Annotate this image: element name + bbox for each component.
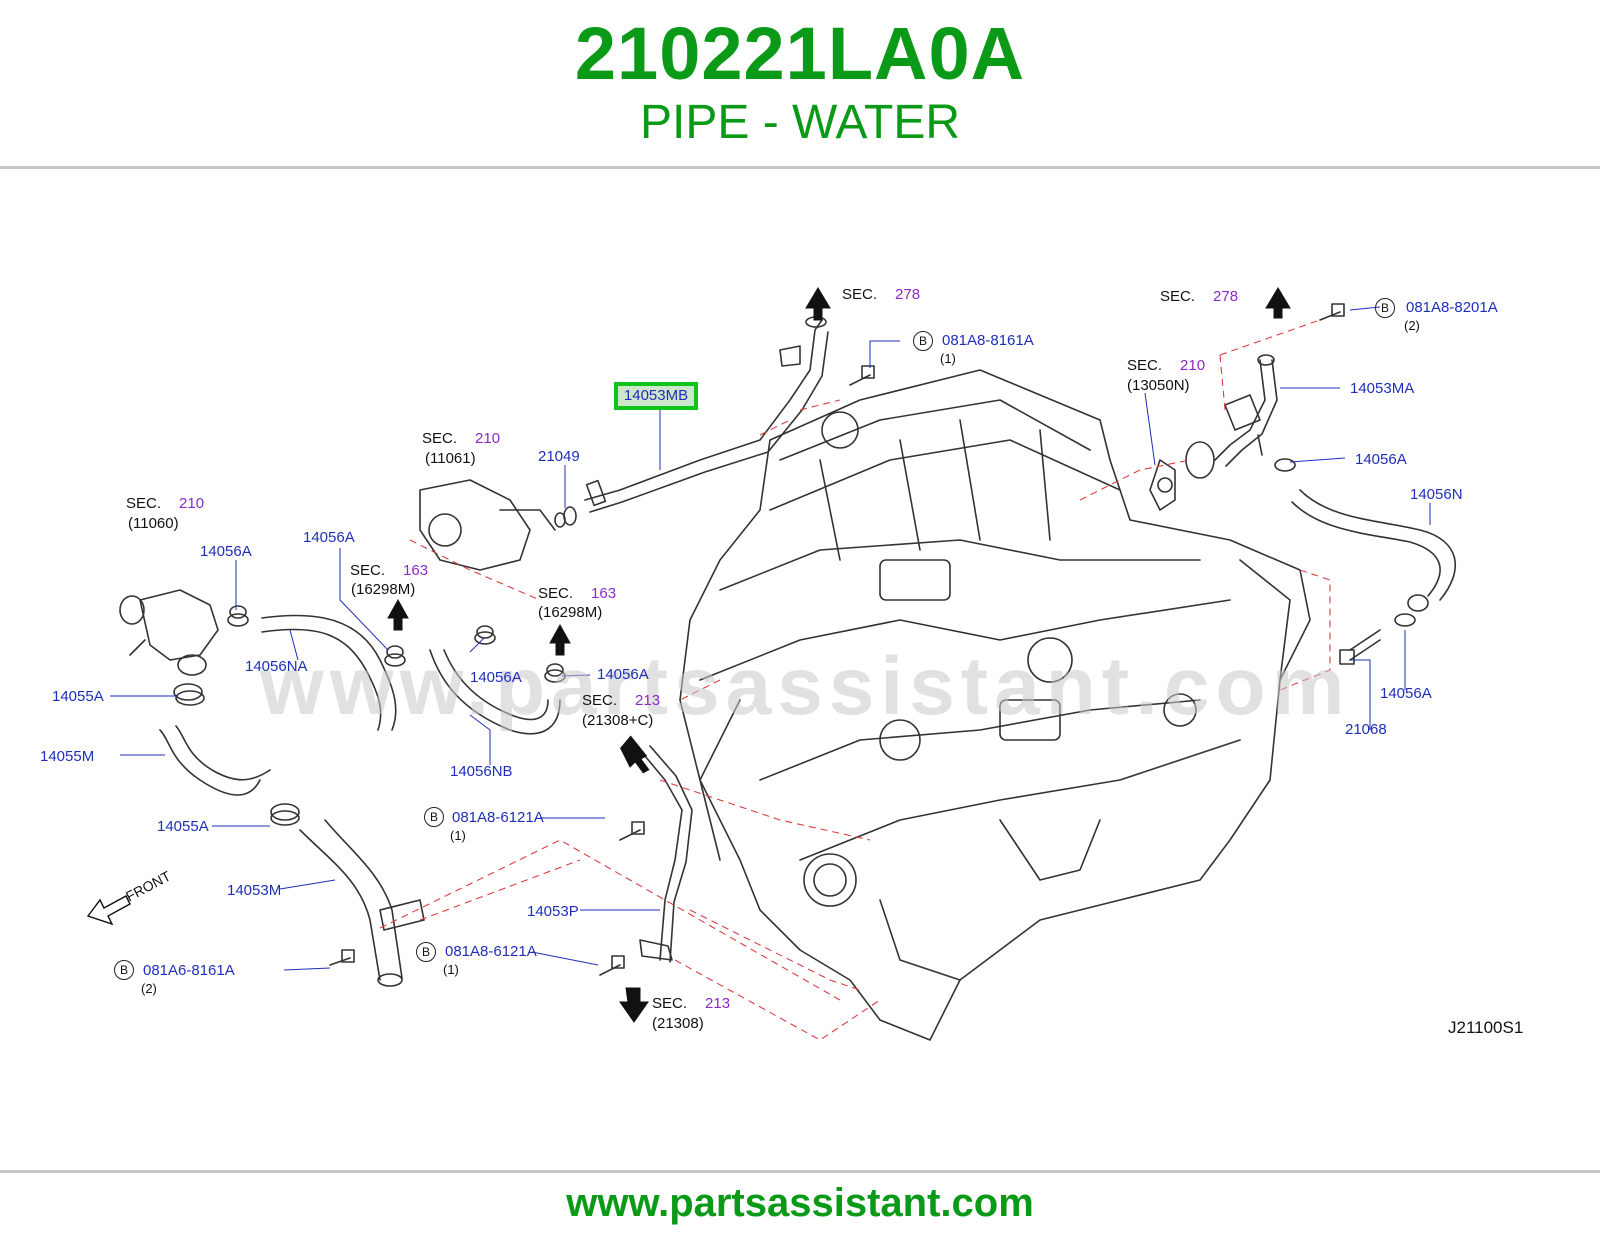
section-ref-part: (16298M) <box>351 581 416 598</box>
part-label-14055A[interactable]: 14055A <box>52 688 104 705</box>
header: 210221LA0A PIPE - WATER <box>0 0 1600 168</box>
part-label-14056A[interactable]: 14056A <box>1380 685 1432 702</box>
highlighted-part-label: 14053MB <box>623 387 689 404</box>
part-label-14056A[interactable]: 14056A <box>200 543 252 560</box>
section-ref-part: (11061) <box>425 450 476 467</box>
section-ref-part: (13050N) <box>1127 377 1190 394</box>
part-number: 210221LA0A <box>574 12 1026 95</box>
part-label-21049[interactable]: 21049 <box>538 448 580 465</box>
part-label-14056NB[interactable]: 14056NB <box>450 763 513 780</box>
diagram-drawing <box>86 287 1456 1041</box>
bolt-marker: B <box>1375 298 1395 318</box>
section-ref[interactable]: SEC.210 <box>1127 357 1206 374</box>
bolt-qty: (1) <box>443 962 459 977</box>
section-ref[interactable]: SEC.213 <box>652 995 731 1012</box>
footer-divider <box>0 1170 1600 1173</box>
bolt-label-081A8-6121A[interactable]: 081A8-6121A <box>452 809 544 826</box>
header-divider <box>0 166 1600 169</box>
bolt-qty: (1) <box>450 828 466 843</box>
part-label-14053P[interactable]: 14053P <box>527 903 579 920</box>
bolt-label-081A8-6121A[interactable]: 081A8-6121A <box>445 943 537 960</box>
diagram-code: J21100S1 <box>1448 1018 1524 1037</box>
part-label-14056A[interactable]: 14056A <box>597 666 649 683</box>
section-ref[interactable]: SEC.278 <box>1160 288 1239 305</box>
part-name: PIPE - WATER <box>639 96 960 149</box>
section-ref[interactable]: SEC.163 <box>350 562 429 579</box>
watermark: www.partsassistant.com <box>260 641 1351 732</box>
bolt-marker: B <box>424 807 444 827</box>
section-ref-part: (21308) <box>652 1015 704 1032</box>
section-ref[interactable]: SEC.210 <box>126 495 205 512</box>
section-ref[interactable]: SEC.278 <box>842 286 921 303</box>
bolt-qty: (2) <box>1404 318 1420 333</box>
section-ref[interactable]: SEC.163 <box>538 585 617 602</box>
part-label-14056N[interactable]: 14056N <box>1410 486 1463 503</box>
parts-diagram: www.partsassistant.com 14053MB 14053MA 1… <box>0 260 1600 1080</box>
bolt-label-081A8-8161A[interactable]: 081A8-8161A <box>942 332 1034 349</box>
part-label-14056A[interactable]: 14056A <box>470 669 522 686</box>
bolt-label-081A8-8201A[interactable]: 081A8-8201A <box>1406 299 1498 316</box>
section-ref-part: (11060) <box>128 515 179 532</box>
part-label-14056A[interactable]: 14056A <box>1355 451 1407 468</box>
bolt-marker: B <box>114 960 134 980</box>
section-ref[interactable]: SEC.210 <box>422 430 501 447</box>
part-label-14053MA[interactable]: 14053MA <box>1350 380 1415 397</box>
bolt-qty: (2) <box>141 981 157 996</box>
part-label-14055M[interactable]: 14055M <box>40 748 95 765</box>
part-label-14055A[interactable]: 14055A <box>157 818 209 835</box>
highlighted-part-callout[interactable]: 14053MB <box>614 382 698 410</box>
section-ref-part: (21308+C) <box>582 712 654 729</box>
part-label-14056A[interactable]: 14056A <box>303 529 355 546</box>
section-ref-part: (16298M) <box>538 604 603 621</box>
part-label-14053M[interactable]: 14053M <box>227 882 282 899</box>
bolt-label-081A6-8161A[interactable]: 081A6-8161A <box>143 962 235 979</box>
part-label-21068[interactable]: 21068 <box>1345 721 1387 738</box>
bolt-marker: B <box>913 331 933 351</box>
part-label-14056NA[interactable]: 14056NA <box>245 658 308 675</box>
bolt-marker: B <box>416 942 436 962</box>
section-ref[interactable]: SEC.213 <box>582 692 661 709</box>
footer-url[interactable]: www.partsassistant.com <box>566 1181 1034 1225</box>
bolt-qty: (1) <box>940 351 956 366</box>
